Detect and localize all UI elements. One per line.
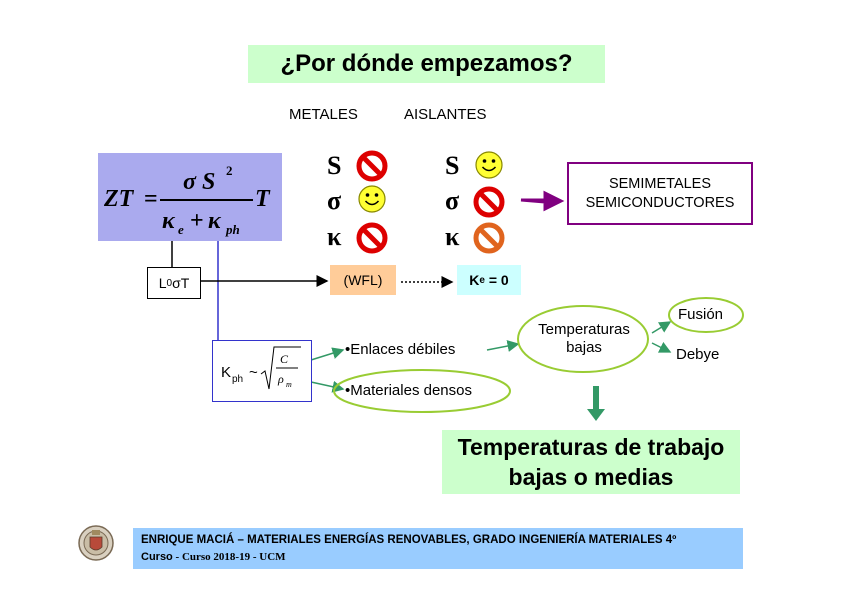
sqrt-rho-sub: m: [286, 380, 292, 389]
formula-kappa-ph: κ: [208, 208, 222, 234]
formula-numerator: σ S: [183, 169, 215, 195]
semimetals-label: SEMIMETALES: [608, 175, 712, 192]
sqrt-rho: ρ: [277, 372, 284, 386]
formula-sub-e: e: [178, 222, 184, 237]
kph-expression: K ph ~ C ρ m: [221, 346, 301, 390]
metal-kappa-label: κ: [327, 222, 342, 251]
slide-title: ¿Por dónde empezamos?: [248, 45, 605, 83]
smiley-icon: [358, 185, 386, 213]
zt-formula: ZT = σ S 2 κ e + κ ph T: [98, 153, 282, 241]
zt-formula-graphic: ZT = σ S 2 κ e + κ ph T: [103, 163, 271, 237]
conclusion-line2: bajas o medias: [508, 464, 674, 490]
metals-heading: METALES: [289, 106, 358, 123]
weak-bonds-arrow: [310, 347, 345, 361]
formula-kappa-e: κ: [162, 208, 176, 234]
low-temp-line1: Temperaturas: [538, 321, 630, 338]
metal-s-label: S: [327, 151, 342, 180]
footer-course: Curso: [141, 551, 173, 563]
conclusion-box: Temperaturas de trabajo bajas o medias: [442, 430, 740, 494]
footer-year: - Curso 2018-19 - UCM: [172, 551, 286, 563]
smiley-icon: [475, 151, 503, 179]
formula-zt: ZT: [103, 186, 135, 212]
sqrt-c: C: [280, 352, 289, 366]
insulator-s-label: S: [445, 151, 460, 180]
purple-arrow: [520, 190, 565, 212]
kph-box: K ph ~ C ρ m: [212, 340, 312, 402]
fusion-arrow: [651, 321, 672, 334]
formula-t: T: [255, 186, 271, 212]
prohibited-icon: [356, 150, 388, 182]
insulators-heading: AISLANTES: [404, 106, 487, 123]
conclusion-line1: Temperaturas de trabajo: [457, 434, 725, 460]
ke-sub: e: [479, 274, 485, 286]
kph-sub: ph: [232, 374, 243, 385]
footer-degree: GRADO INGENIERÍA MATERIALES 4º: [472, 534, 677, 546]
dense-arrow: [310, 380, 345, 393]
footer-line2: Curso - Curso 2018-19 - UCM: [141, 551, 286, 563]
low-temp-line2: bajas: [566, 339, 602, 356]
insulator-kappa-label: κ: [445, 222, 460, 251]
weak-bonds-label: •Enlaces débiles: [345, 341, 456, 358]
prohibited-icon: [473, 222, 505, 254]
semimetals-box: SEMIMETALES SEMICONDUCTORES: [567, 162, 753, 225]
low-temp-arrow: [486, 340, 520, 352]
wfl-box: (WFL): [330, 265, 396, 295]
kph-tilde: ~: [249, 364, 258, 381]
low-temp-ellipse: [517, 305, 649, 373]
fusion-label: Fusión: [678, 306, 724, 323]
footer-line1: ENRIQUE MACIÁ – MATERIALES ENERGÍAS RENO…: [141, 534, 676, 546]
lorenz-rest: σT: [172, 275, 190, 291]
ke-rest: = 0: [484, 272, 509, 288]
kph-k: K: [221, 364, 231, 381]
formula-equals: =: [144, 186, 158, 212]
lorenz-sub: 0: [166, 277, 173, 289]
footer-author: ENRIQUE MACIÁ – MATERIALES ENERGÍAS RENO…: [141, 534, 473, 546]
low-temp-label: Temperaturas bajas: [533, 321, 635, 357]
debye-arrow: [651, 341, 672, 353]
debye-label: Debye: [676, 346, 720, 363]
formula-exponent: 2: [226, 163, 233, 178]
footer-bar: ENRIQUE MACIÁ – MATERIALES ENERGÍAS RENO…: [133, 528, 743, 569]
ke-k: K: [469, 272, 480, 288]
prohibited-icon: [356, 222, 388, 254]
semiconductors-label: SEMICONDUCTORES: [585, 194, 735, 211]
dense-materials-label: •Materiales densos: [345, 382, 472, 399]
dense-ellipse: [333, 369, 511, 413]
down-arrow: [587, 386, 605, 421]
ucm-seal-icon: [78, 525, 114, 561]
sqrt-sign: [260, 346, 301, 390]
lorenz-l: L: [158, 275, 167, 291]
formula-plus: +: [190, 208, 204, 234]
prohibited-icon: [473, 186, 505, 218]
formula-sub-ph: ph: [225, 222, 240, 237]
metal-sigma-label: σ: [327, 186, 342, 215]
fusion-ellipse: [668, 297, 744, 333]
insulator-sigma-label: σ: [445, 186, 460, 215]
